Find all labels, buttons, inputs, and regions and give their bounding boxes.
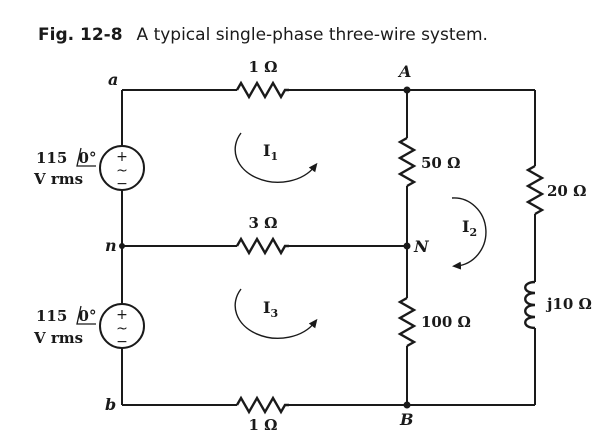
angle-symbol-icon xyxy=(76,305,96,325)
label-r-20: 20 Ω xyxy=(547,182,586,200)
junction-A xyxy=(403,86,411,94)
label-inductor: j10 Ω xyxy=(545,295,592,313)
angle-symbol-icon xyxy=(76,147,96,167)
source-plus: + xyxy=(116,307,128,323)
source-plus: + xyxy=(116,149,128,165)
source-magnitude: 115 0° xyxy=(36,149,96,167)
label-r-neutral: 3 Ω xyxy=(248,214,277,232)
source-unit: V rms xyxy=(33,170,83,188)
loop-label-I3: I3 xyxy=(263,298,278,320)
ac-source-icon xyxy=(99,145,145,191)
figure-number: Fig. 12-8 xyxy=(38,25,123,45)
loop-subscript: 2 xyxy=(469,226,477,239)
loop-subscript: 1 xyxy=(270,150,278,163)
ac-source-icon xyxy=(99,303,145,349)
node-label-n: n xyxy=(105,236,117,255)
node-label-A: A xyxy=(397,62,411,81)
resistor-top xyxy=(235,80,289,100)
source-minus: − xyxy=(116,176,128,192)
label-r-50: 50 Ω xyxy=(421,154,460,172)
source-tilde: ~ xyxy=(116,163,128,179)
label-r-100: 100 Ω xyxy=(421,313,471,331)
label-r-top: 1 Ω xyxy=(248,58,277,76)
junction-n xyxy=(119,243,125,249)
figure-caption: Fig. 12-8 A typical single-phase three-w… xyxy=(38,25,488,45)
resistor-100 xyxy=(397,296,417,348)
resistor-bottom xyxy=(235,395,289,415)
node-label-B: B xyxy=(399,410,414,429)
resistor-20 xyxy=(525,164,545,216)
source-label-lower: 115 0° V rms xyxy=(33,305,96,347)
loop-subscript: 3 xyxy=(270,307,278,320)
loop-letter: I xyxy=(462,217,469,236)
source-voltage: 115 xyxy=(36,307,67,325)
figure-title: A typical single-phase three-wire system… xyxy=(137,25,488,45)
loop-letter: I xyxy=(263,298,270,317)
source-voltage: 115 xyxy=(36,149,67,167)
resistor-neutral xyxy=(235,236,289,256)
loop-arrow-I1-icon xyxy=(234,132,318,183)
junction-B xyxy=(403,401,411,409)
loop-label-I1: I1 xyxy=(263,141,278,163)
junction-N xyxy=(403,242,411,250)
loop-arrow-I3-icon xyxy=(234,288,318,339)
loop-letter: I xyxy=(263,141,270,160)
node-label-a: a xyxy=(108,70,118,89)
source-label-upper: 115 0° V rms xyxy=(33,147,96,188)
source-magnitude: 115 0° xyxy=(36,307,96,325)
voltage-source-lower: + ~ − xyxy=(99,303,145,350)
resistor-50 xyxy=(397,136,417,188)
node-label-N: N xyxy=(413,237,430,256)
label-r-bottom: 1 Ω xyxy=(248,416,277,434)
source-minus: − xyxy=(116,334,128,350)
loop-label-I2: I2 xyxy=(462,217,477,239)
source-tilde: ~ xyxy=(116,321,128,337)
node-label-b: b xyxy=(105,395,116,414)
source-unit: V rms xyxy=(33,329,83,347)
loop-arrow-I2-icon xyxy=(451,197,487,270)
source-angle: 0° xyxy=(79,307,97,325)
voltage-source-upper: + ~ − xyxy=(99,145,145,192)
inductor xyxy=(524,280,536,330)
wires xyxy=(121,89,536,406)
source-angle: 0° xyxy=(79,149,97,167)
